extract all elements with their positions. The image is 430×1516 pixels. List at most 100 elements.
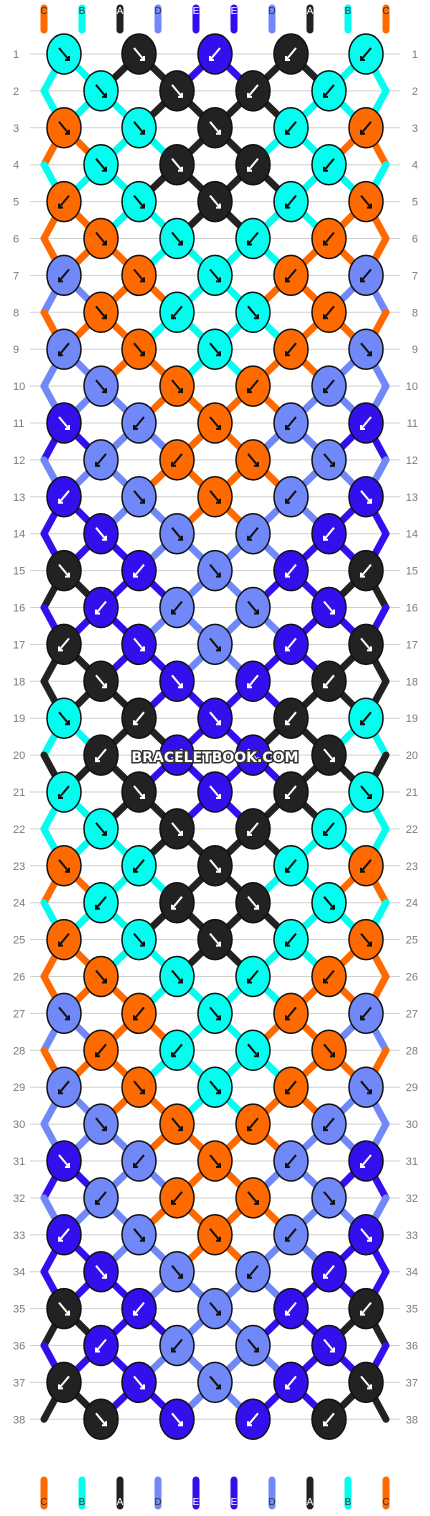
knot (235, 881, 271, 924)
knot (46, 33, 82, 75)
string-label-bottom: C (40, 1497, 47, 1508)
row-number-left: 18 (13, 676, 25, 688)
knot (46, 623, 82, 666)
knot (235, 70, 271, 112)
knot (83, 291, 119, 334)
knot (311, 291, 347, 334)
row-number-right: 20 (406, 750, 418, 762)
arrow-down-left-icon (323, 1265, 335, 1279)
arrow-down-right-icon (247, 305, 259, 319)
knot (311, 955, 347, 998)
arrow-down-left-icon (285, 416, 297, 430)
knot (46, 476, 82, 518)
row-number-left: 25 (13, 935, 25, 947)
row-number-right: 29 (406, 1082, 418, 1094)
arrow-down-left-icon (323, 969, 335, 984)
knot (348, 33, 384, 75)
knot (159, 217, 195, 260)
arrow-down-right-icon (171, 1265, 183, 1279)
arrow-down-right-icon (209, 637, 221, 652)
arrow-down-left-icon (133, 859, 145, 873)
arrow-down-left-icon (247, 84, 259, 98)
arrow-down-right-icon (360, 490, 372, 504)
row-number-left: 11 (13, 418, 24, 430)
knot (83, 143, 119, 186)
knot (83, 881, 119, 924)
row-number-right: 6 (412, 234, 418, 246)
knot (311, 1177, 347, 1219)
row-number-right: 3 (412, 123, 418, 135)
row-number-right: 12 (406, 455, 418, 467)
knot (46, 918, 82, 961)
arrow-down-right-icon (58, 47, 70, 61)
arrow-down-right-icon (171, 1412, 183, 1426)
knot (159, 512, 195, 555)
knot (311, 808, 347, 850)
knot (235, 365, 271, 407)
arrow-down-left-icon (95, 453, 107, 467)
arrow-down-right-icon (133, 637, 145, 652)
watermark: BRACELETBOOK.COM (132, 750, 299, 766)
arrow-down-right-icon (209, 1301, 221, 1316)
arrow-down-left-icon (171, 896, 183, 910)
knot (121, 402, 157, 444)
row-number-right: 31 (406, 1156, 418, 1168)
arrow-down-left-icon (247, 527, 259, 541)
knot (159, 734, 195, 776)
arrow-down-right-icon (209, 711, 221, 725)
arrow-down-left-icon (58, 194, 70, 209)
arrow-down-left-icon (360, 1154, 372, 1168)
string-label-bottom: D (154, 1497, 161, 1508)
knot (348, 1361, 384, 1404)
arrow-down-left-icon (247, 379, 259, 393)
string-label-bottom: B (79, 1497, 86, 1508)
row-number-left: 34 (13, 1267, 25, 1279)
arrow-down-right-icon (323, 1191, 335, 1205)
knot (83, 586, 119, 629)
arrow-down-right-icon (247, 600, 259, 615)
arrow-down-left-icon (285, 268, 297, 283)
knot (235, 512, 271, 555)
row-number-right: 22 (406, 824, 418, 836)
arrow-down-left-icon (360, 47, 372, 61)
arrow-down-left-icon (95, 748, 107, 762)
knot (311, 1324, 347, 1367)
row-number-right: 37 (406, 1377, 418, 1389)
arrow-down-left-icon (58, 785, 70, 799)
arrow-down-right-icon (360, 194, 372, 209)
string-label-bottom: A (117, 1497, 124, 1508)
arrow-down-right-icon (209, 932, 221, 947)
knot (348, 1214, 384, 1256)
knot (348, 107, 384, 149)
knot (273, 623, 309, 666)
knot (197, 180, 233, 223)
knot (311, 1250, 347, 1293)
string-label-top: B (345, 6, 352, 17)
knot (159, 70, 195, 112)
row-number-right: 25 (406, 935, 418, 947)
arrow-down-left-icon (171, 600, 183, 615)
arrow-down-left-icon (247, 1265, 259, 1279)
knot (121, 845, 157, 887)
arrow-down-right-icon (171, 84, 183, 98)
knot (83, 439, 119, 481)
knot (348, 771, 384, 813)
arrow-down-left-icon (360, 416, 372, 430)
knot (235, 586, 271, 629)
arrow-down-right-icon (58, 416, 70, 430)
row-number-left: 26 (13, 972, 25, 984)
arrow-down-right-icon (95, 822, 107, 836)
row-number-right: 15 (406, 566, 418, 578)
row-number-right: 16 (406, 603, 418, 615)
knot (46, 328, 82, 370)
knot (159, 1177, 195, 1219)
arrow-down-left-icon (285, 1154, 297, 1168)
arrow-down-left-icon (285, 1080, 297, 1094)
arrow-down-right-icon (95, 84, 107, 98)
row-number-left: 30 (13, 1119, 25, 1131)
arrow-down-right-icon (58, 1301, 70, 1316)
arrow-down-left-icon (323, 527, 335, 541)
knot (235, 808, 271, 850)
knot (273, 771, 309, 813)
